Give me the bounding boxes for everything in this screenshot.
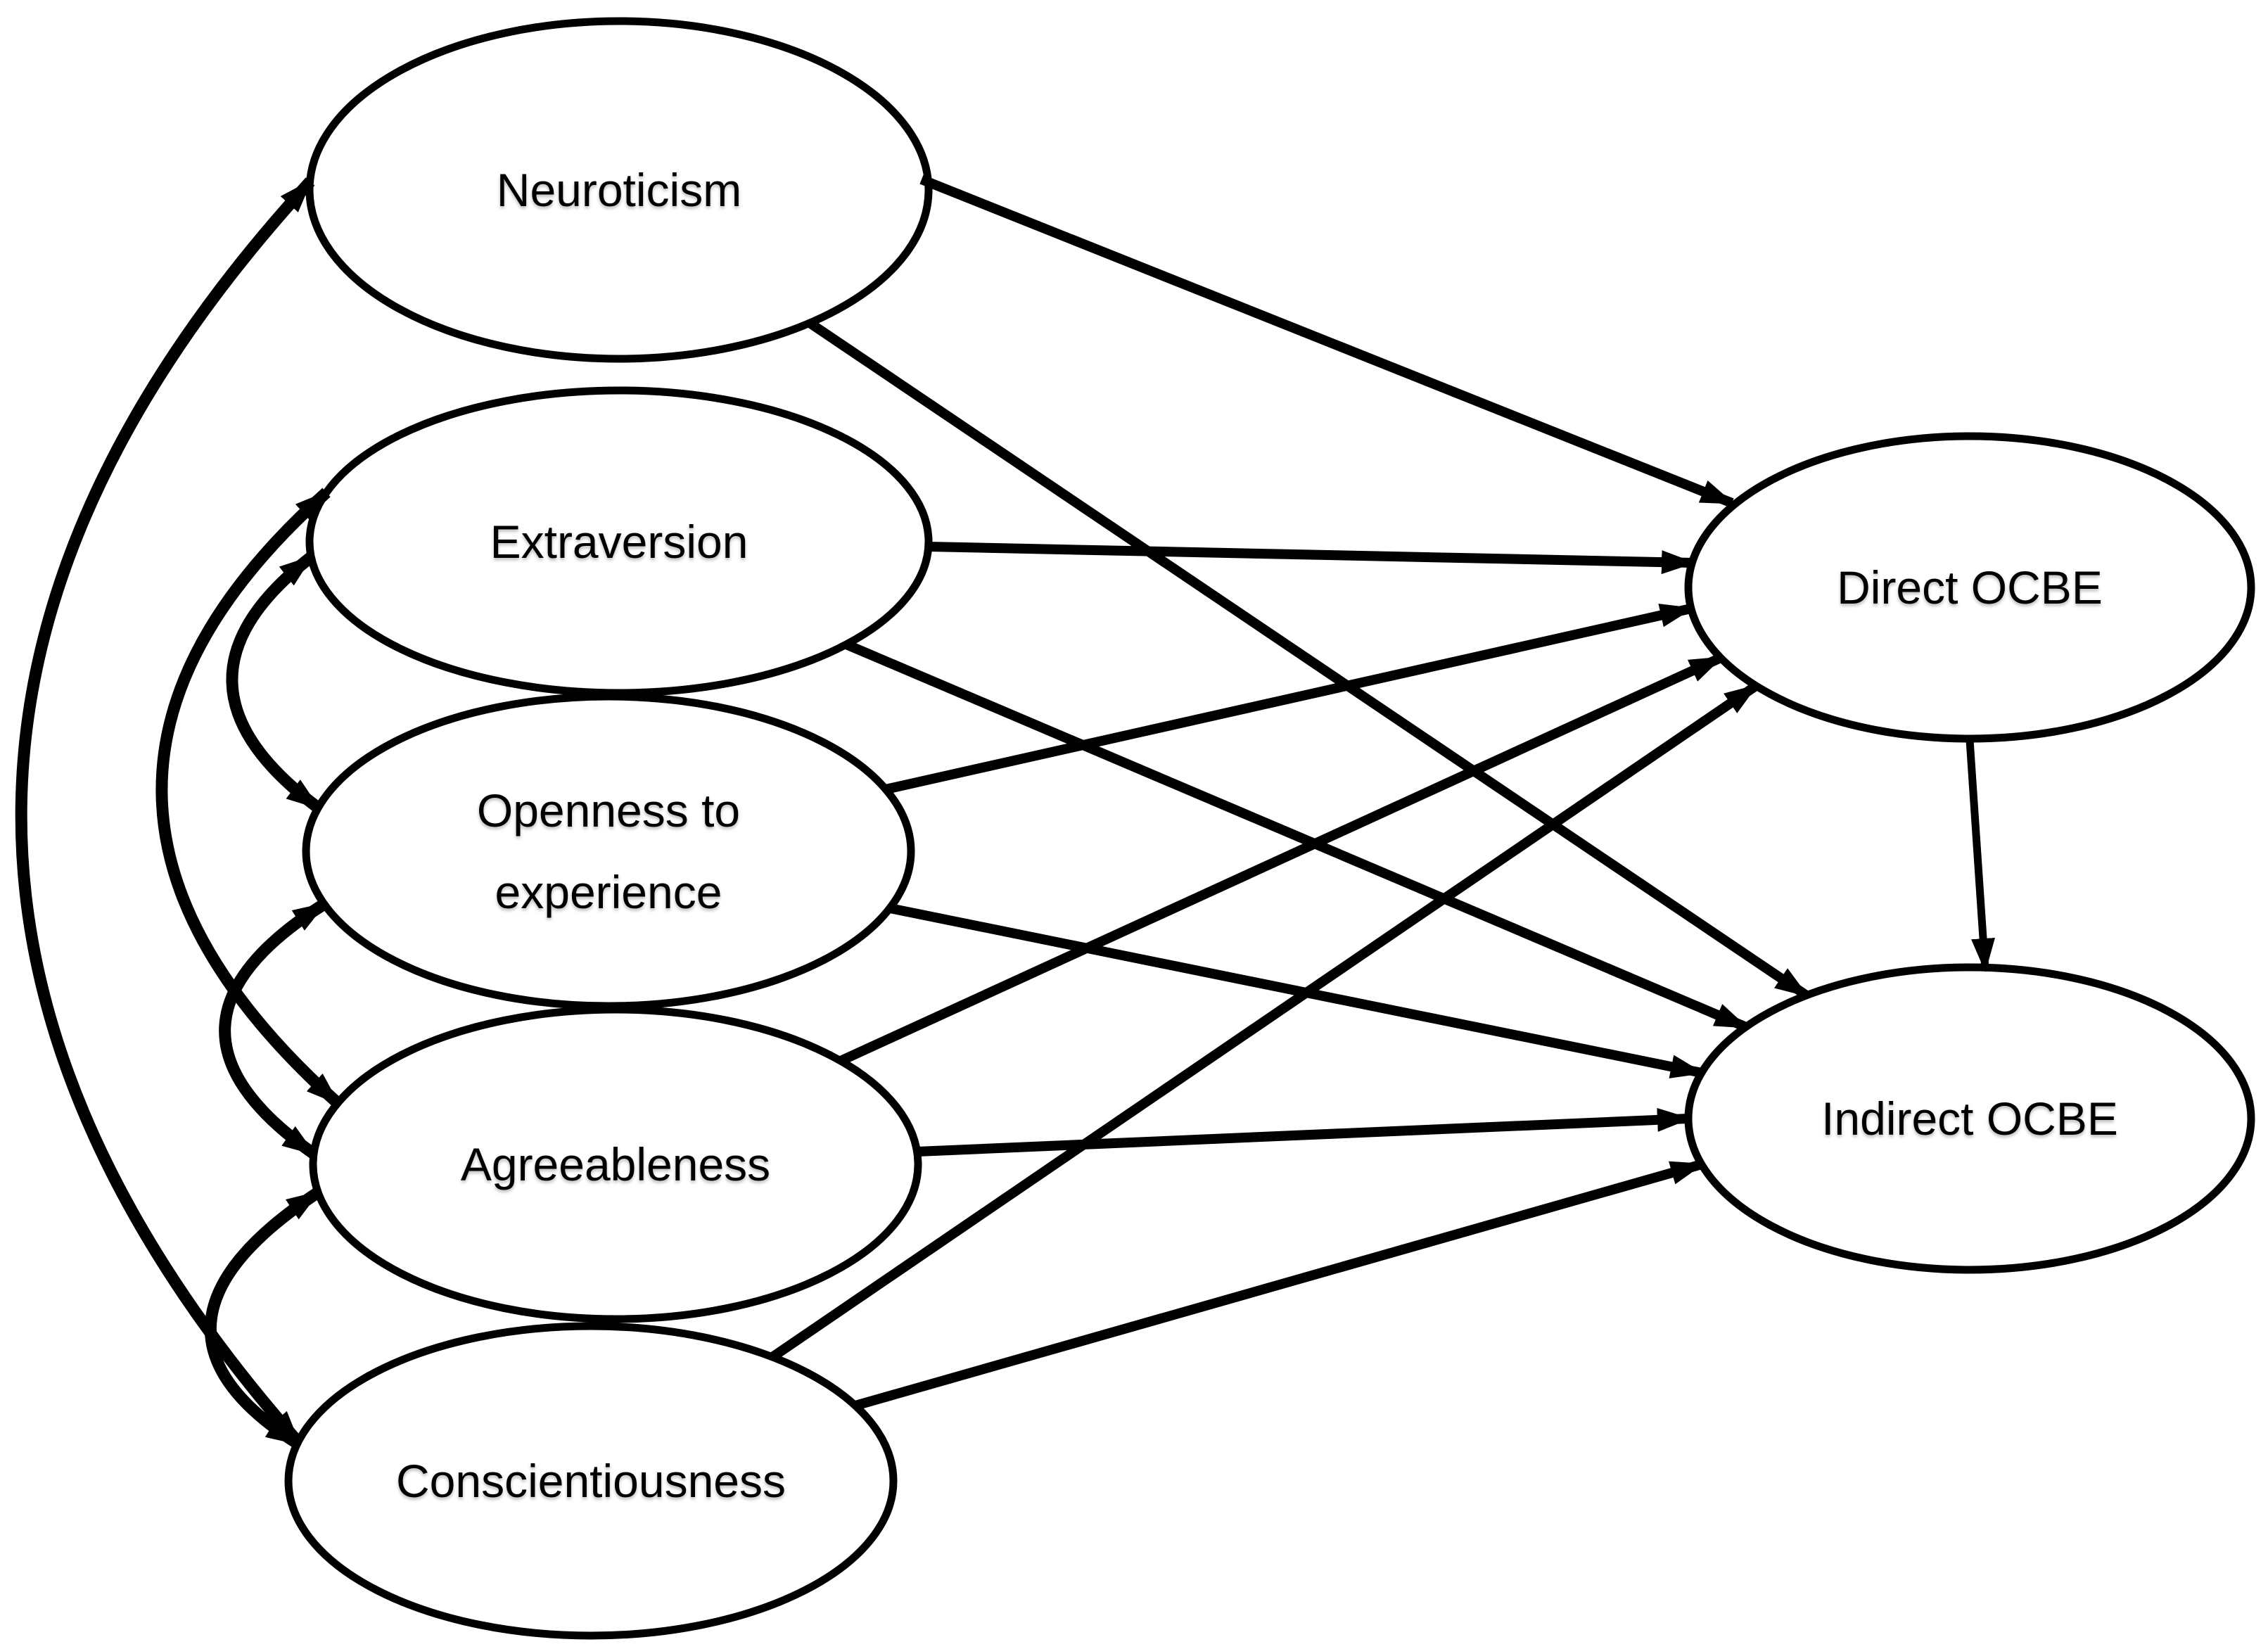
nodes: Neuroticism Extraversion Openness to exp… <box>284 17 2255 1640</box>
covariance-extraversion-openness <box>226 552 322 813</box>
node-openness-ellipse <box>302 692 915 1010</box>
node-agreeableness: Agreeableness <box>309 1005 922 1323</box>
covariance-openness-agreeableness <box>219 898 328 1159</box>
node-extraversion-label: Extraversion <box>490 516 748 568</box>
node-neuroticism: Neuroticism <box>305 17 933 363</box>
covariance-arcs <box>15 177 342 1449</box>
node-agreeableness-label: Agreeableness <box>461 1138 770 1190</box>
node-indirect-ocbe-label: Indirect OCBE <box>1821 1093 2118 1145</box>
arrow-openness-to-indirect-ocbe <box>888 903 1705 1078</box>
node-conscientiousness: Conscientiousness <box>284 1322 898 1640</box>
node-openness-label-line1: Openness to <box>477 784 740 836</box>
covariance-agreeableness-conscientiousness <box>204 1187 321 1449</box>
node-openness-label-line2: experience <box>495 866 722 918</box>
node-agreeableness-ellipse <box>309 1005 922 1323</box>
directed-arrows <box>770 174 1995 1411</box>
node-openness-to-experience: Openness to experience <box>302 692 915 1010</box>
arrow-openness-to-direct-ocbe <box>884 604 1694 794</box>
covariance-neuroticism-conscientiousness <box>15 177 315 1446</box>
node-conscientiousness-label: Conscientiousness <box>396 1455 786 1507</box>
arrow-conscientiousness-to-indirect-ocbe <box>854 1159 1705 1411</box>
arrow-neuroticism-to-indirect-ocbe <box>807 319 1809 1000</box>
arrow-extraversion-to-indirect-ocbe <box>844 639 1749 1032</box>
node-extraversion: Extraversion <box>305 386 933 697</box>
node-neuroticism-label: Neuroticism <box>497 164 741 216</box>
node-direct-ocbe-ellipse <box>1684 432 2255 743</box>
node-direct-ocbe: Direct OCBE <box>1684 432 2255 743</box>
arrow-extraversion-to-direct-ocbe <box>928 542 1695 575</box>
node-indirect-ocbe: Indirect OCBE <box>1684 963 2255 1274</box>
node-direct-ocbe-label: Direct OCBE <box>1837 561 2103 613</box>
arrow-conscientiousness-to-direct-ocbe <box>770 682 1759 1361</box>
node-conscientiousness-ellipse <box>284 1322 898 1640</box>
arrow-agreeableness-to-direct-ocbe <box>839 653 1724 1066</box>
arrow-agreeableness-to-indirect-ocbe <box>917 1107 1691 1157</box>
arrow-direct-ocbe-to-indirect-ocbe <box>1966 739 1995 972</box>
covariance-extraversion-agreeableness <box>155 488 342 1108</box>
arrow-neuroticism-to-direct-ocbe <box>919 174 1735 508</box>
